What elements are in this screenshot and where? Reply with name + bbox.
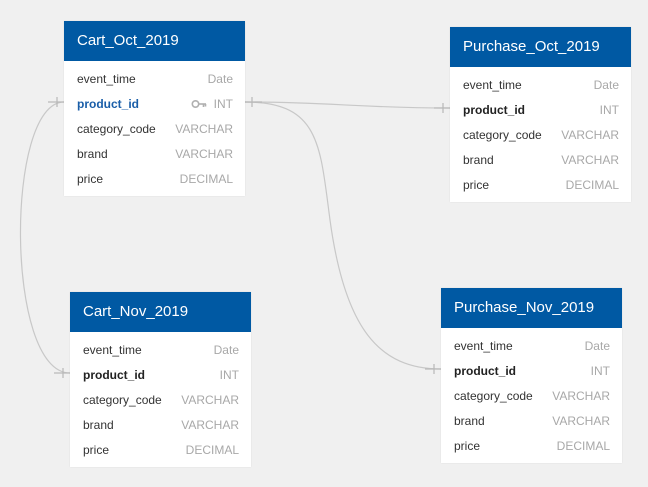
- table-title[interactable]: Cart_Oct_2019: [64, 21, 245, 61]
- field-name: category_code: [454, 389, 533, 403]
- field-row-event-time[interactable]: event_time Date: [70, 338, 251, 363]
- field-type: Date: [207, 72, 233, 86]
- field-row-category-code[interactable]: category_code VARCHAR: [450, 123, 631, 148]
- field-type: Date: [593, 78, 619, 92]
- connector-cart-oct-to-cart-nov[interactable]: [19, 101, 71, 374]
- table-purchase-nov-2019[interactable]: Purchase_Nov_2019 event_time Date produc…: [441, 288, 622, 463]
- field-type: VARCHAR: [175, 147, 233, 161]
- field-row-brand[interactable]: brand VARCHAR: [450, 148, 631, 173]
- field-name: product_id: [83, 368, 145, 382]
- table-title[interactable]: Purchase_Nov_2019: [441, 288, 622, 328]
- field-type: INT: [213, 97, 233, 111]
- field-type: VARCHAR: [561, 128, 619, 142]
- field-name: event_time: [77, 72, 136, 86]
- field-row-price[interactable]: price DECIMAL: [450, 173, 631, 198]
- field-name: category_code: [83, 393, 162, 407]
- table-fields: event_time Date product_id INT category_…: [70, 332, 251, 469]
- field-row-product-id[interactable]: product_id INT: [450, 98, 631, 123]
- field-name: product_id: [77, 97, 139, 111]
- table-fields: event_time Date product_id INT category_…: [441, 328, 622, 465]
- field-type: VARCHAR: [175, 122, 233, 136]
- field-name: event_time: [463, 78, 522, 92]
- field-name: product_id: [463, 103, 525, 117]
- field-type: DECIMAL: [565, 178, 619, 192]
- table-purchase-oct-2019[interactable]: Purchase_Oct_2019 event_time Date produc…: [450, 27, 631, 202]
- field-type: Date: [584, 339, 610, 353]
- key-icon: [191, 99, 207, 109]
- table-fields: event_time Date product_id INT category_…: [64, 61, 245, 198]
- field-type: INT: [590, 364, 610, 378]
- field-row-brand[interactable]: brand VARCHAR: [64, 142, 245, 167]
- field-name: price: [77, 172, 104, 186]
- field-type: VARCHAR: [181, 418, 239, 432]
- field-name: brand: [77, 147, 108, 161]
- field-type: VARCHAR: [181, 393, 239, 407]
- field-type: VARCHAR: [552, 414, 610, 428]
- field-type: VARCHAR: [561, 153, 619, 167]
- field-type: DECIMAL: [556, 439, 610, 453]
- field-row-price[interactable]: price DECIMAL: [64, 167, 245, 192]
- field-name: brand: [463, 153, 494, 167]
- field-row-product-id[interactable]: product_id INT: [70, 363, 251, 388]
- field-name: price: [83, 443, 110, 457]
- field-row-product-id[interactable]: product_id INT: [441, 359, 622, 384]
- field-name: brand: [83, 418, 114, 432]
- field-row-product-id[interactable]: product_id INT: [64, 92, 245, 117]
- field-type: Date: [213, 343, 239, 357]
- table-fields: event_time Date product_id INT category_…: [450, 67, 631, 204]
- table-title[interactable]: Cart_Nov_2019: [70, 292, 251, 332]
- field-name: brand: [454, 414, 485, 428]
- field-type: INT: [599, 103, 619, 117]
- field-row-category-code[interactable]: category_code VARCHAR: [441, 384, 622, 409]
- field-type: INT: [219, 368, 239, 382]
- table-cart-nov-2019[interactable]: Cart_Nov_2019 event_time Date product_id…: [70, 292, 251, 467]
- connector-cart-oct-to-purchase-nov[interactable]: [244, 101, 442, 370]
- field-row-category-code[interactable]: category_code VARCHAR: [64, 117, 245, 142]
- field-row-event-time[interactable]: event_time Date: [450, 73, 631, 98]
- field-row-brand[interactable]: brand VARCHAR: [70, 413, 251, 438]
- field-row-event-time[interactable]: event_time Date: [64, 67, 245, 92]
- field-row-price[interactable]: price DECIMAL: [441, 434, 622, 459]
- field-name: category_code: [463, 128, 542, 142]
- field-row-price[interactable]: price DECIMAL: [70, 438, 251, 463]
- field-name: category_code: [77, 122, 156, 136]
- field-row-category-code[interactable]: category_code VARCHAR: [70, 388, 251, 413]
- field-type: VARCHAR: [552, 389, 610, 403]
- table-cart-oct-2019[interactable]: Cart_Oct_2019 event_time Date product_id…: [64, 21, 245, 196]
- connector-cart-oct-to-purchase-oct[interactable]: [244, 101, 451, 109]
- field-row-brand[interactable]: brand VARCHAR: [441, 409, 622, 434]
- field-name: price: [454, 439, 481, 453]
- table-title[interactable]: Purchase_Oct_2019: [450, 27, 631, 67]
- field-name: product_id: [454, 364, 516, 378]
- field-row-event-time[interactable]: event_time Date: [441, 334, 622, 359]
- field-name: event_time: [83, 343, 142, 357]
- field-name: price: [463, 178, 490, 192]
- field-name: event_time: [454, 339, 513, 353]
- field-type: DECIMAL: [185, 443, 239, 457]
- field-type: DECIMAL: [179, 172, 233, 186]
